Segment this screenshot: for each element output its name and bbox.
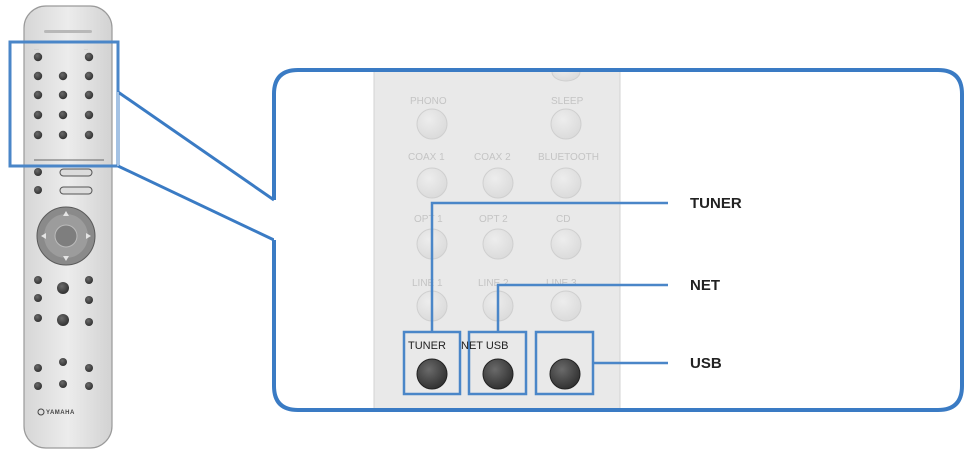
- remote-button[interactable]: [58, 71, 68, 81]
- remote-button[interactable]: [33, 130, 43, 140]
- remote-button[interactable]: [58, 110, 68, 120]
- tuner-button[interactable]: [416, 358, 448, 390]
- line3-button[interactable]: [550, 290, 582, 322]
- remote-button[interactable]: [84, 90, 94, 100]
- svg-text:····: ····: [84, 47, 88, 51]
- remote-control: ····· ····: [8, 5, 120, 449]
- opt2-button[interactable]: [482, 228, 514, 260]
- label-tuner: TUNER: [408, 340, 446, 352]
- remote-lower-buttons: [34, 276, 93, 390]
- remote-toggle[interactable]: [59, 168, 93, 177]
- net-leader-line: [496, 283, 668, 332]
- remote-button[interactable]: [34, 382, 42, 390]
- remote-button[interactable]: [57, 314, 69, 326]
- remote-button[interactable]: [84, 71, 94, 81]
- sleep-button[interactable]: [550, 108, 582, 140]
- remote-button[interactable]: [59, 380, 67, 388]
- remote-button[interactable]: [85, 318, 93, 326]
- remote-button[interactable]: [33, 52, 43, 62]
- usb-button[interactable]: [549, 358, 581, 390]
- remote-button[interactable]: [84, 52, 94, 62]
- zoomed-callout: PHONO SLEEP COAX 1 COAX 2 BLUETOOTH OPT …: [272, 68, 964, 412]
- phono-button[interactable]: [416, 108, 448, 140]
- remote-button[interactable]: [58, 90, 68, 100]
- label-line1: LINE 1: [412, 278, 443, 289]
- callout-label-net: NET: [690, 277, 720, 294]
- remote-button[interactable]: [85, 382, 93, 390]
- coax2-button[interactable]: [482, 167, 514, 199]
- remote-button[interactable]: [33, 90, 43, 100]
- label-cd: CD: [556, 214, 570, 225]
- dpad-wheel-icon[interactable]: [36, 206, 96, 266]
- remote-button[interactable]: [85, 276, 93, 284]
- label-net-usb: NET USB: [461, 340, 508, 352]
- bluetooth-button[interactable]: [550, 167, 582, 199]
- remote-input-grid: ····· ····: [33, 47, 94, 140]
- remote-button[interactable]: [34, 276, 42, 284]
- remote-button[interactable]: [57, 282, 69, 294]
- label-opt1: OPT 1: [414, 214, 443, 225]
- label-phono: PHONO: [410, 96, 447, 107]
- svg-text:·····: ·····: [34, 47, 39, 51]
- coax1-button[interactable]: [416, 167, 448, 199]
- remote-button[interactable]: [34, 186, 42, 194]
- remote-button[interactable]: [58, 130, 68, 140]
- label-bluetooth: BLUETOOTH: [538, 152, 599, 163]
- net-usb-button[interactable]: [482, 358, 514, 390]
- remote-button[interactable]: [33, 110, 43, 120]
- enter-button[interactable]: [54, 224, 78, 248]
- remote-button[interactable]: [34, 314, 42, 322]
- callout-label-usb: USB: [690, 355, 722, 372]
- label-coax2: COAX 2: [474, 152, 511, 163]
- remote-button[interactable]: [33, 71, 43, 81]
- yamaha-logo-icon: YAMAHA: [37, 408, 75, 416]
- remote-button[interactable]: [34, 294, 42, 302]
- remote-toggle[interactable]: [59, 186, 93, 195]
- label-coax1: COAX 1: [408, 152, 445, 163]
- remote-button[interactable]: [84, 130, 94, 140]
- callout-pointer: [117, 90, 275, 242]
- remote-button[interactable]: [84, 110, 94, 120]
- cd-button[interactable]: [550, 228, 582, 260]
- remote-top-strip: [44, 30, 92, 33]
- remote-button[interactable]: [34, 168, 42, 176]
- callout-border: [272, 68, 964, 412]
- label-opt2: OPT 2: [479, 214, 508, 225]
- label-line3: LINE 3: [546, 278, 577, 289]
- remote-mid-section: [34, 168, 93, 195]
- remote-button[interactable]: [34, 364, 42, 372]
- remote-button[interactable]: [85, 296, 93, 304]
- label-line2: LINE 2: [478, 278, 509, 289]
- tuner-leader-line: [430, 201, 668, 332]
- remote-button[interactable]: [59, 358, 67, 366]
- remote-button[interactable]: [85, 364, 93, 372]
- remote-brand: YAMAHA: [46, 410, 75, 416]
- label-sleep: SLEEP: [551, 96, 584, 107]
- callout-label-tuner: TUNER: [690, 195, 742, 212]
